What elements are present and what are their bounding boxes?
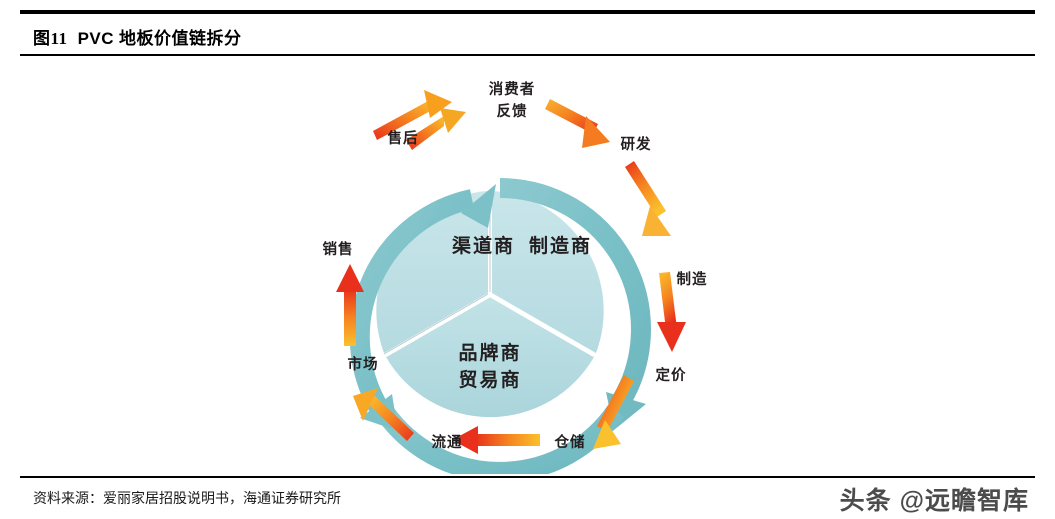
divider-lower-right xyxy=(489,293,595,357)
stage-label-pricing: 定价 xyxy=(656,366,687,384)
bottom-rule xyxy=(20,476,1035,478)
watermark-label: 头条 @远瞻智库 xyxy=(839,487,1029,515)
ring-arc-right xyxy=(499,178,651,409)
divider-lower-left-edge xyxy=(383,293,489,355)
stage-arrow-warehousing-to-distribution xyxy=(452,426,540,454)
figure-source: 资料来源：爱丽家居招股说明书，海通证券研究所 xyxy=(33,492,341,507)
segment-label-manufacturer: 制造商 xyxy=(529,234,592,257)
stage-arrow-market-to-sales xyxy=(336,264,364,346)
stage-arrow-manufacturing-to-pricing xyxy=(657,272,686,352)
figure-title-cn: 地板价值链拆分 xyxy=(119,29,242,48)
stage-arrow-pricing-to-warehousing xyxy=(593,375,634,449)
stage-label-group: 消费者 反馈 研发 制造 定价 仓储 流通 市场 销售 售后 xyxy=(323,80,708,451)
segment-group xyxy=(376,191,604,418)
top-rule xyxy=(20,10,1035,14)
segment-label-trader: 贸易商 xyxy=(458,368,521,391)
stage-label-manufacturing: 制造 xyxy=(677,270,708,288)
stage-arrow-distribution-to-market xyxy=(353,388,414,441)
stage-label-consumer-feedback-line2: 反馈 xyxy=(497,102,528,120)
value-chain-diagram: 渠道商 制造商 品牌商 贸易商 消费者 反馈 研发 制造 定价 仓储 流通 市场… xyxy=(20,56,1035,474)
figure-number: 图11 xyxy=(33,29,68,48)
divider-lower-left xyxy=(385,293,491,357)
stage-label-warehousing: 仓储 xyxy=(554,433,586,451)
title-divider-rule xyxy=(20,54,1035,56)
stage-arrow-feedback-left xyxy=(373,90,452,140)
ring-arc-left xyxy=(349,189,475,419)
stage-label-rnd: 研发 xyxy=(621,135,652,153)
stage-arrow-after-sales-to-feedback xyxy=(406,108,466,150)
stage-label-market: 市场 xyxy=(348,355,379,373)
segment-label-brand: 品牌商 xyxy=(458,341,521,364)
segment-channel-shape[interactable] xyxy=(376,191,488,353)
cycle-diagram-svg: 渠道商 制造商 品牌商 贸易商 消费者 反馈 研发 制造 定价 仓储 流通 市场… xyxy=(323,80,708,474)
ring-arrow-group xyxy=(349,178,651,474)
stage-arrow-feedback-to-rnd xyxy=(545,99,610,148)
stage-label-sales: 销售 xyxy=(323,240,354,258)
stage-label-consumer-feedback-line1: 消费者 xyxy=(489,80,536,98)
figure-title-latin: PVC xyxy=(77,29,115,48)
segment-manufacturer-shape[interactable] xyxy=(492,191,604,353)
stage-label-after-sales: 售后 xyxy=(388,129,419,147)
stage-label-distribution: 流通 xyxy=(432,433,463,451)
segment-label-group: 渠道商 制造商 品牌商 贸易商 xyxy=(452,234,592,391)
segment-label-channel: 渠道商 xyxy=(452,234,515,257)
stage-arrow-rnd-to-manufacturing xyxy=(625,161,671,236)
stage-arrow-group xyxy=(336,90,686,454)
ring-arrowhead-top xyxy=(461,184,496,228)
